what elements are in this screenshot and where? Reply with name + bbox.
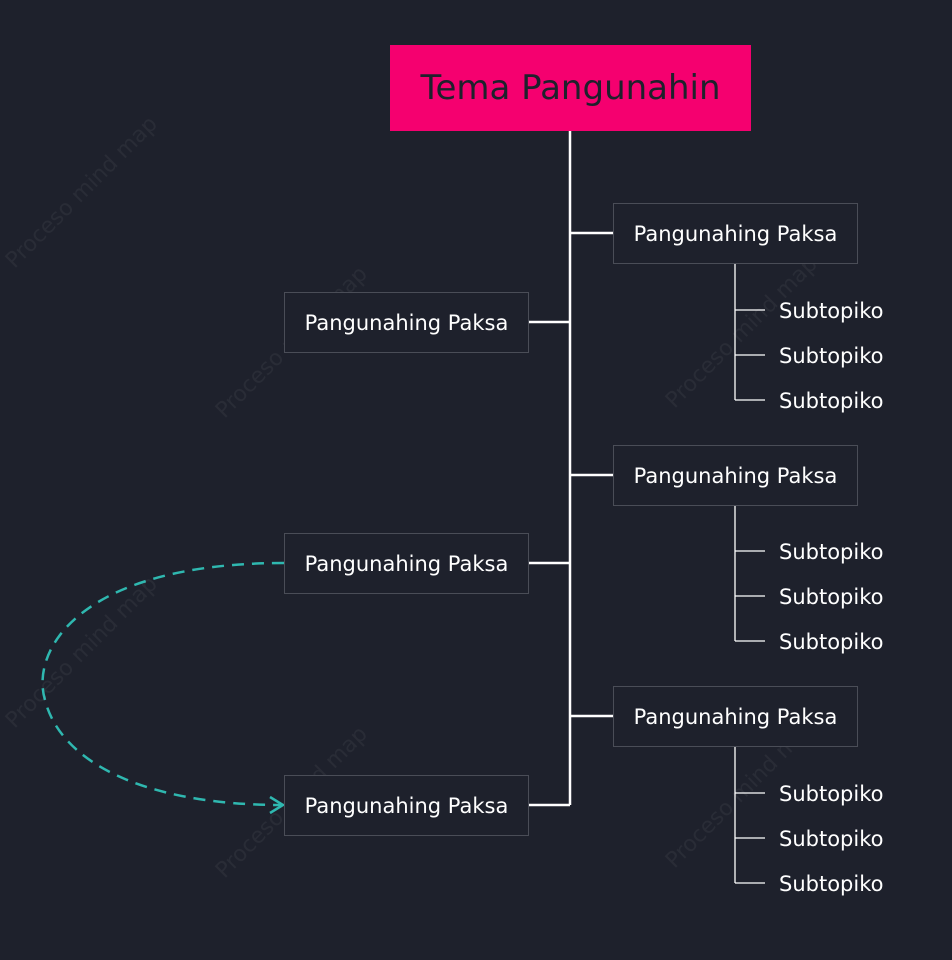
relationship-arrow xyxy=(41,561,285,807)
subtopic[interactable]: Subtopiko xyxy=(779,585,884,609)
main-topic-label: Pangunahing Paksa xyxy=(633,704,838,729)
sub-bracket-1 xyxy=(734,264,765,401)
central-topic-label: Tema Pangunahin xyxy=(420,68,721,108)
sub-bracket-3 xyxy=(734,747,765,884)
main-topic-left-1[interactable]: Pangunahing Paksa xyxy=(284,292,529,353)
main-topic-label: Pangunahing Paksa xyxy=(304,310,509,335)
main-topic-right-3[interactable]: Pangunahing Paksa xyxy=(613,686,858,747)
subtopic[interactable]: Subtopiko xyxy=(779,872,884,896)
main-topic-label: Pangunahing Paksa xyxy=(304,551,509,576)
sub-bracket-2 xyxy=(734,506,765,642)
subtopic[interactable]: Subtopiko xyxy=(779,540,884,564)
subtopic[interactable]: Subtopiko xyxy=(779,630,884,654)
main-topic-label: Pangunahing Paksa xyxy=(633,463,838,488)
relationship-arrowhead xyxy=(269,795,286,815)
subtopic[interactable]: Subtopiko xyxy=(779,344,884,368)
subtopic[interactable]: Subtopiko xyxy=(779,389,884,413)
central-topic[interactable]: Tema Pangunahin xyxy=(390,45,751,131)
subtopic[interactable]: Subtopiko xyxy=(779,299,884,323)
subtopic-connectors xyxy=(734,264,765,884)
main-topic-label: Pangunahing Paksa xyxy=(633,221,838,246)
main-connectors xyxy=(528,131,613,807)
subtopic[interactable]: Subtopiko xyxy=(779,827,884,851)
main-topic-right-2[interactable]: Pangunahing Paksa xyxy=(613,445,858,506)
main-topic-left-3[interactable]: Pangunahing Paksa xyxy=(284,775,529,836)
main-topic-left-2[interactable]: Pangunahing Paksa xyxy=(284,533,529,594)
main-topic-right-1[interactable]: Pangunahing Paksa xyxy=(613,203,858,264)
main-topic-label: Pangunahing Paksa xyxy=(304,793,509,818)
subtopic[interactable]: Subtopiko xyxy=(779,782,884,806)
